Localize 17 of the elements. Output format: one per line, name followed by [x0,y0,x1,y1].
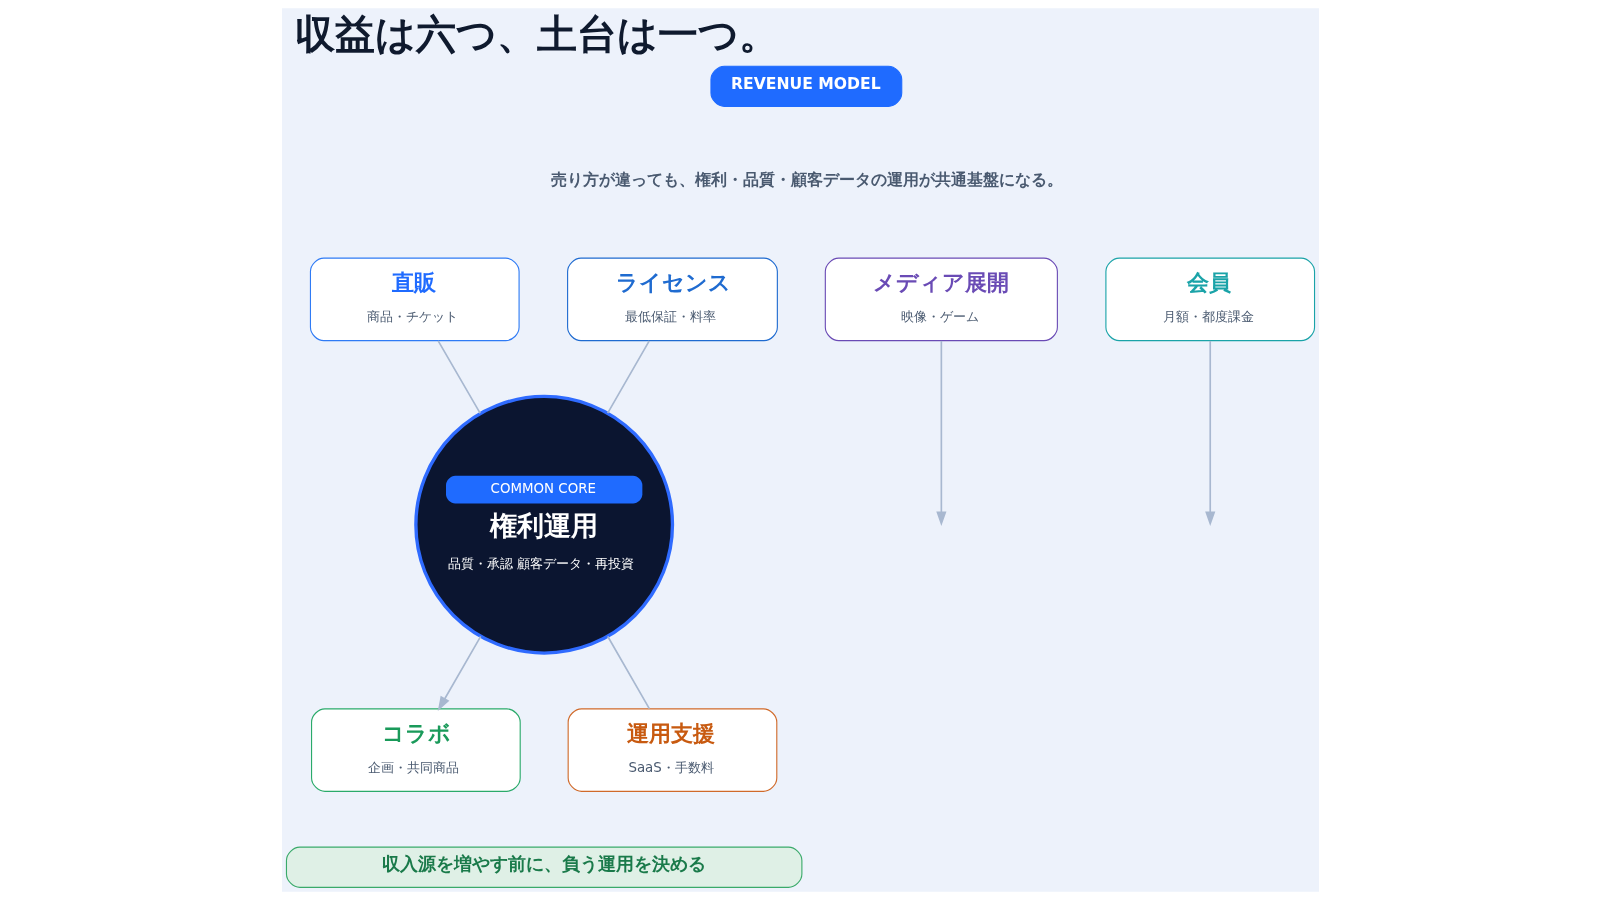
arrow [437,635,481,711]
node-box: 直販 商品・チケット [309,257,520,342]
node-box: ライセンス 最低保証・料率 [566,257,778,342]
node-box: メディア展開 映像・ゲーム [824,257,1058,342]
arrow [1204,340,1215,527]
node-box: 会員 月額・都度課金 [1104,257,1315,342]
label: 売り方が違っても、権利・品質・顧客データの運用が共通基盤になる。 [550,171,1063,190]
connector [436,340,481,415]
node-box: コラボ 企画・共同商品 [310,708,521,792]
diagram-title: 収益は六つ、土台は一つ。 [294,11,779,58]
connector [606,340,650,415]
node-box: 収入源を増やす前に、負う運用を決める [285,846,802,888]
node-circle: COMMON CORE 権利運用 品質・承認 顧客データ・再投資 [413,394,674,655]
node-box: 運用支援 SaaS・手数料 [567,708,777,792]
connector [606,635,650,710]
arrow [935,340,946,527]
node-box: REVENUE MODEL [709,65,902,107]
